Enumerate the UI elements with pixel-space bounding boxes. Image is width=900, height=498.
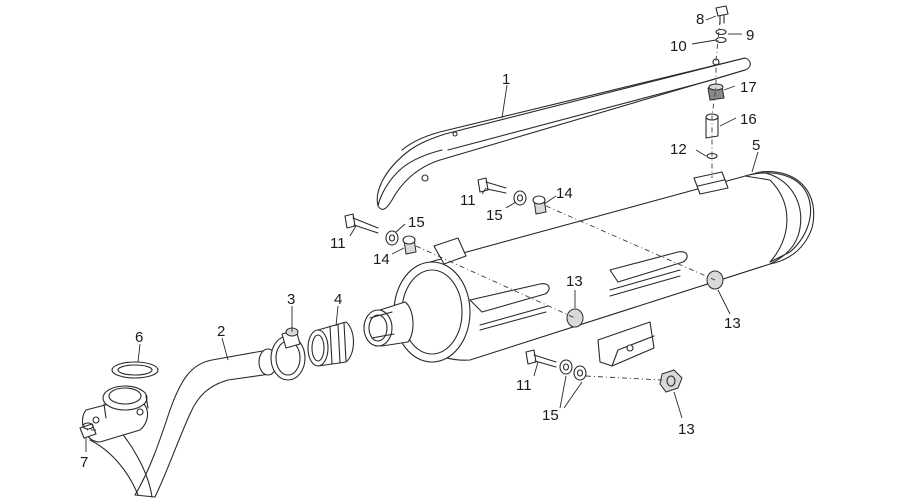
callout-14-lower: 14 [373, 251, 390, 268]
bolt-11-upper [477, 177, 507, 194]
callout-10: 10 [670, 38, 687, 55]
callout-11-upper: 11 [460, 192, 476, 209]
callout-5: 5 [752, 137, 760, 154]
washers-15-lower [559, 359, 587, 381]
pipe-clamp-part [270, 327, 306, 381]
callout-17: 17 [740, 79, 757, 96]
callout-3: 3 [287, 291, 295, 308]
grommet-14-middle [402, 235, 417, 255]
callout-leaders [85, 15, 759, 452]
callout-13-right: 13 [724, 315, 741, 332]
heat-shield-part [376, 57, 751, 210]
callout-11-lower: 11 [516, 377, 532, 394]
callout-2: 2 [217, 323, 225, 340]
callout-13-lower: 13 [678, 421, 695, 438]
callout-8: 8 [696, 11, 704, 28]
muffler-body-part [363, 171, 815, 367]
callout-6: 6 [135, 329, 143, 346]
callout-7: 7 [80, 454, 88, 471]
stud-nut-part [79, 422, 97, 439]
assembly-centerlines [86, 19, 721, 431]
callout-15-middle: 15 [408, 214, 425, 231]
callout-1: 1 [502, 71, 510, 88]
callout-12: 12 [670, 141, 687, 158]
callout-13-middle: 13 [566, 273, 583, 290]
callout-15-upper: 15 [486, 207, 503, 224]
callout-labels: 1 2 3 4 5 6 7 8 9 10 11 11 11 12 13 13 1… [80, 11, 760, 471]
callout-9: 9 [746, 27, 754, 44]
bolt-11-lower [525, 349, 557, 368]
grommet-14-upper [532, 195, 547, 215]
callout-4: 4 [334, 291, 342, 308]
pipe-flange-part [82, 385, 149, 443]
callout-15-lower: 15 [542, 407, 559, 424]
mounting-hardware-stack [705, 5, 729, 160]
bolt-11-middle [344, 213, 379, 234]
gasket-ring-part [111, 361, 159, 379]
callout-16: 16 [740, 111, 757, 128]
callout-11-middle: 11 [330, 235, 346, 252]
connecting-sleeve-part [307, 321, 355, 367]
nut-13-lower [659, 369, 683, 393]
washer-15-middle [385, 230, 399, 246]
callout-14-upper: 14 [556, 185, 573, 202]
washer-15-upper [513, 190, 527, 206]
